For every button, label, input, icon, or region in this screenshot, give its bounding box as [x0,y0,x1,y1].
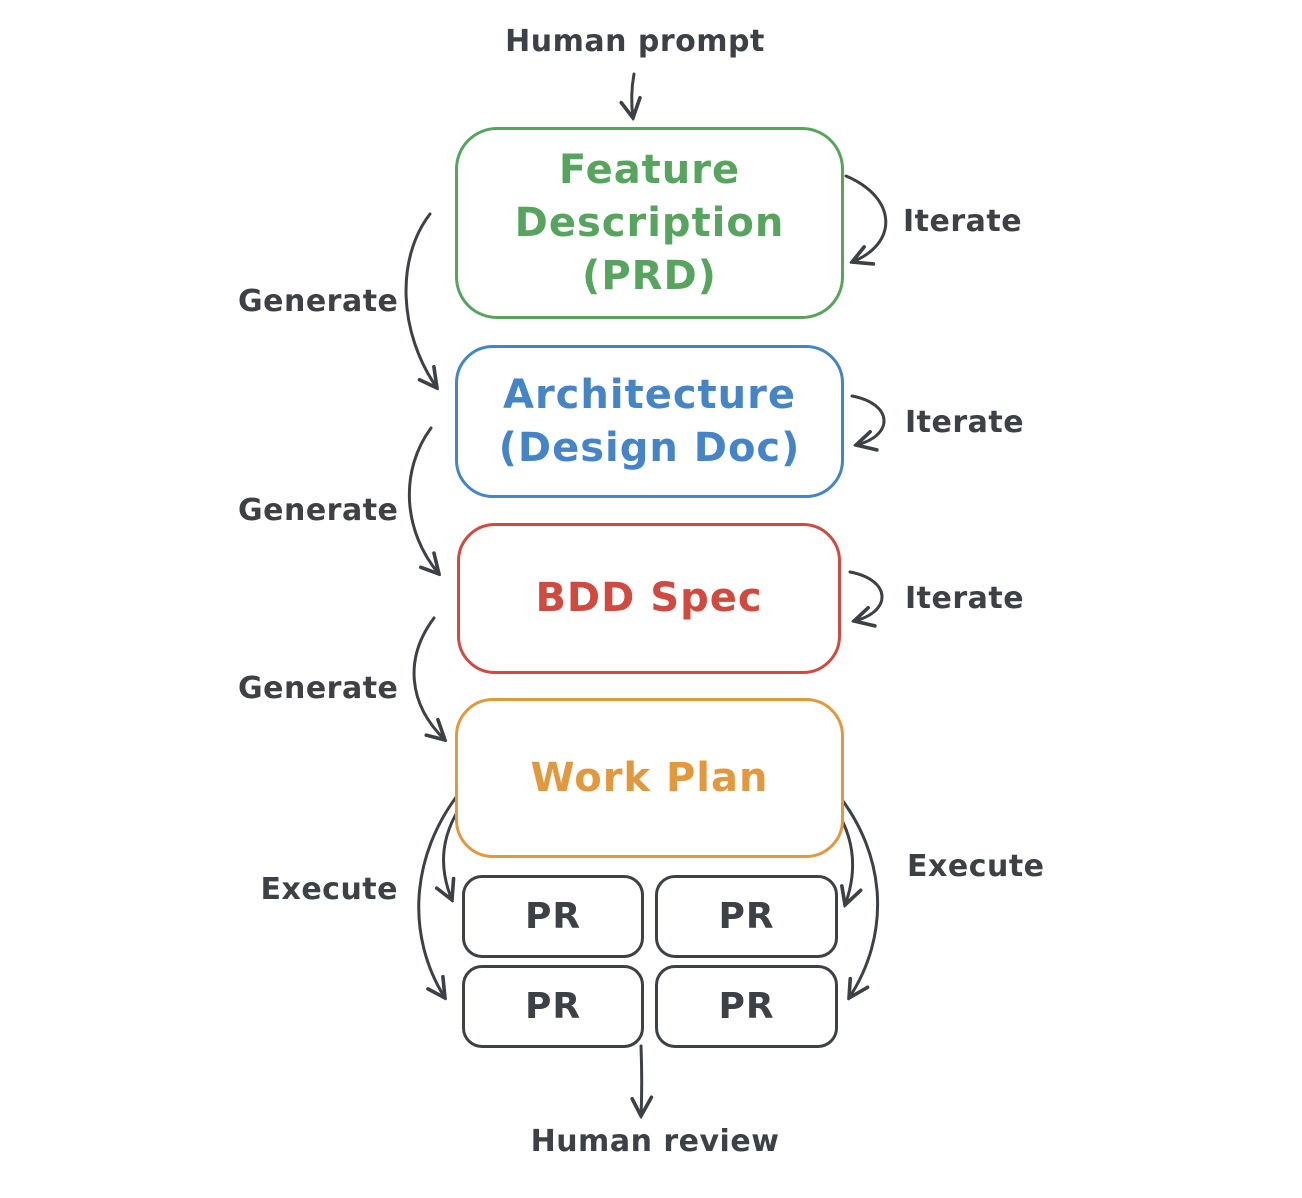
arrow-generate-3 [412,616,445,740]
node-title-line: PR [524,986,582,1027]
node-title-line: BDD Spec [535,575,763,621]
label-generate-2: Generate [238,493,399,528]
label-iterate-2: Iterate [905,405,1025,440]
label-generate-3: Generate [238,671,399,706]
node-title-line: PR [524,896,582,937]
arrow-generate-2 [407,426,439,574]
node-bdd-spec: BDD Spec [457,523,841,674]
node-pr-top-right: PR [655,875,838,958]
label-execute-right: Execute [907,849,1045,884]
arrow-iterate-2 [850,394,886,445]
arrow-generate-1 [404,212,437,388]
node-title-line: (PRD) [582,252,717,299]
label-iterate-1: Iterate [903,204,1023,239]
arrow-pr-to-human-review [641,1044,642,1116]
node-pr-bottom-right: PR [655,965,838,1048]
node-pr-bottom-left: PR [462,965,644,1048]
node-title-line: Feature [558,146,741,193]
node-pr-top-left: PR [462,875,644,958]
node-work-plan: Work Plan [455,698,844,858]
node-title-line: PR [718,896,775,937]
node-title-line: PR [718,986,775,1027]
label-human-prompt: Human prompt [505,24,765,59]
arrow-iterate-1 [844,174,888,262]
node-title-line: Architecture [503,371,796,418]
arrow-execute-left-outer [417,790,462,998]
node-title-line: Description [514,199,785,246]
label-execute-left: Execute [260,872,398,907]
node-feature-description-prd: Feature Description (PRD) [455,127,844,319]
label-human-review: Human review [530,1124,780,1159]
label-generate-1: Generate [238,284,399,319]
node-title-line: (Design Doc) [498,424,801,471]
arrow-iterate-3 [848,570,884,621]
node-architecture-design-doc: Architecture (Design Doc) [455,345,844,498]
arrow-human-prompt-to-feature [632,72,634,118]
label-iterate-3: Iterate [905,581,1025,616]
node-title-line: Work Plan [530,754,769,801]
